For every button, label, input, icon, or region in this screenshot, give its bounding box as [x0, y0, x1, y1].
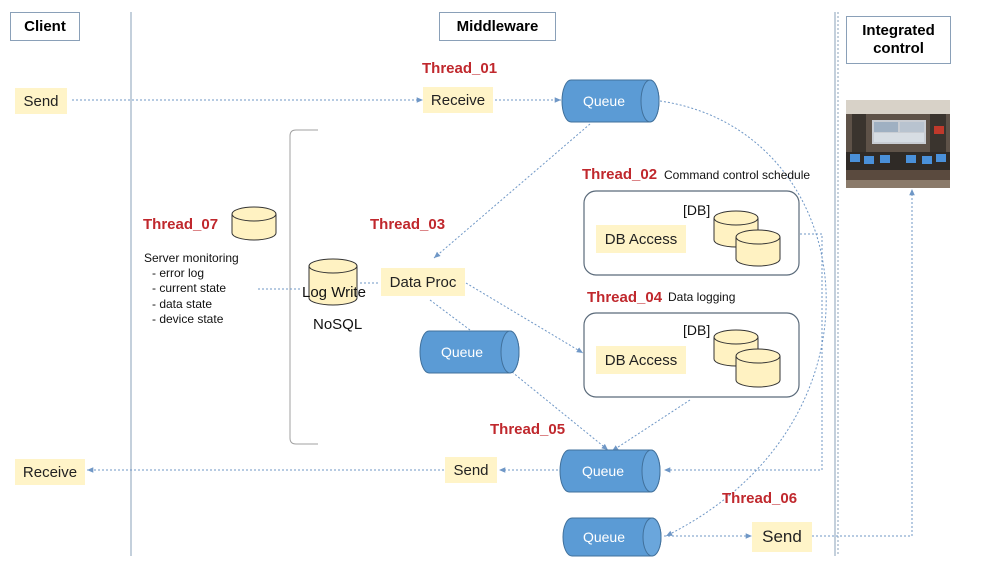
monitoring-item: - current state: [152, 281, 227, 295]
monitoring-item: - device state: [152, 312, 224, 326]
column-header-integrated-control: Integrated control: [846, 16, 951, 64]
queue-middle: Queue: [419, 330, 520, 374]
arrow-dbaccess2-to-queue-bottom: [611, 399, 691, 452]
monitoring-item: - error log: [152, 266, 205, 280]
data-proc-node: Data Proc: [381, 268, 465, 296]
queue-label: Queue: [441, 344, 483, 360]
receive-node: Receive: [423, 87, 493, 113]
thread-05-label: Thread_05: [490, 421, 566, 438]
queue-thread06: Queue: [562, 517, 662, 557]
queue-label: Queue: [582, 463, 624, 479]
db-access-node-1: DB Access: [596, 225, 686, 253]
queue-label: Queue: [583, 93, 625, 109]
column-header-client: Client: [10, 12, 80, 41]
cylinder-db-2b: [735, 348, 781, 388]
arrow-dataproc-to-queue-mid: [429, 299, 471, 331]
thread-06-label: Thread_06: [722, 490, 798, 507]
arrow-send-to-integrated: [812, 189, 915, 537]
client-receive: Receive: [15, 459, 85, 485]
control-room-photo: [846, 100, 950, 188]
queue-thread01: Queue: [561, 79, 660, 123]
thread-03-label: Thread_03: [370, 216, 446, 233]
thread-02-description: Command control schedule: [664, 168, 811, 182]
queue-thread05: Queue: [559, 449, 661, 493]
send-node-mid: Send: [445, 457, 497, 483]
cylinder-db-1b: [735, 229, 781, 267]
nosql-label: NoSQL: [313, 316, 363, 333]
thread-04-description: Data logging: [668, 290, 736, 304]
thread-07-label: Thread_07: [143, 216, 219, 233]
arrow-dbaccess1-to-queue-bottom: [664, 233, 823, 473]
send-node-right: Send: [752, 522, 812, 552]
log-write-label: Log Write: [302, 284, 366, 301]
log-bracket: [289, 129, 318, 445]
monitoring-item: - data state: [152, 297, 213, 311]
arrow-queue-top-to-queue-last: [659, 100, 827, 537]
column-header-middleware: Middleware: [439, 12, 556, 41]
server-monitoring-title: Server monitoring: [144, 251, 239, 265]
db-tag-1: [DB]: [683, 202, 711, 218]
queue-label: Queue: [583, 529, 625, 545]
cylinder-thread07: [231, 206, 277, 241]
arrow-dataproc-to-dbaccess2: [465, 282, 584, 354]
db-tag-2: [DB]: [683, 322, 711, 338]
db-access-node-2: DB Access: [596, 346, 686, 374]
client-send: Send: [15, 88, 67, 114]
cylinder-log-write: [308, 258, 358, 306]
thread-01-label: Thread_01: [422, 60, 498, 77]
thread-04-label: Thread_04: [587, 289, 663, 306]
arrow-queue-mid-to-queue-bottom: [511, 371, 609, 451]
arrow-queue-to-dataproc: [433, 123, 591, 259]
thread-02-label: Thread_02: [582, 166, 658, 183]
